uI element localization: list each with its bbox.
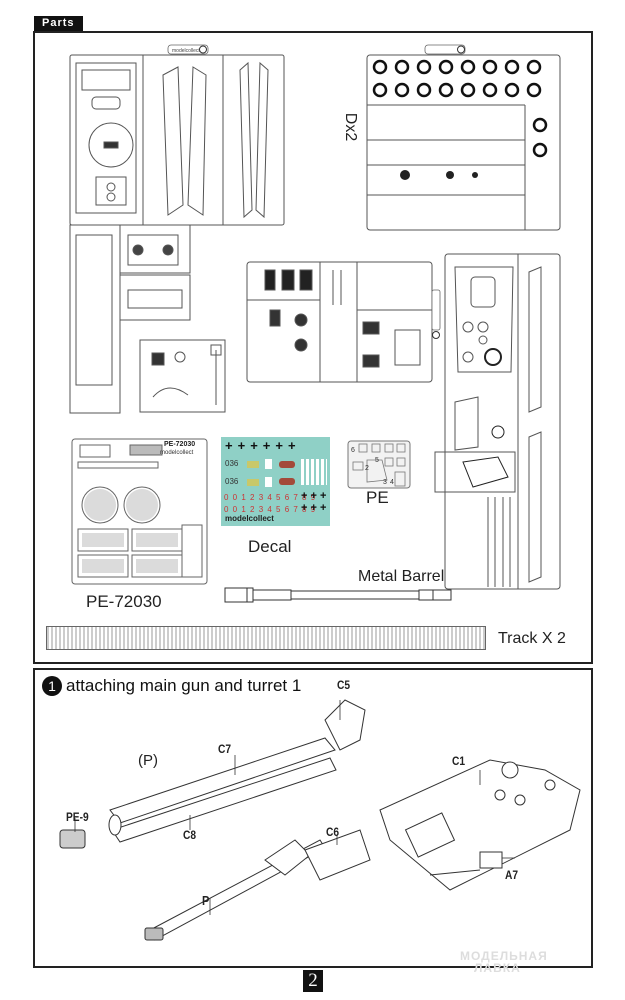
- decal-digit-row: 0 0 1 2 3 4 5 6 7 8 9: [224, 493, 317, 502]
- decal-cross-row-bottom: + + +: [301, 490, 327, 502]
- decal-cross: +: [237, 438, 246, 453]
- decal-label: Decal: [248, 537, 292, 556]
- decal-insignia: [247, 461, 259, 468]
- callout-pe9: PE-9: [66, 810, 89, 824]
- page-number: 2: [303, 970, 323, 992]
- small-pe-number: 6: [351, 447, 355, 454]
- decal-sheet: + + + + + + 036 036 0 0 1 2 3 4 5 6 7 8 …: [221, 437, 330, 526]
- decal-insignia: [247, 479, 259, 486]
- decal-digit-row: 0 0 1 2 3 4 5 6 7 8 9: [224, 505, 317, 514]
- watermark: МОДЕЛЬНАЯ ЛАВКА: [460, 950, 548, 974]
- decal-hull-number: 036: [225, 459, 239, 468]
- step-number-badge: 1: [42, 676, 62, 696]
- decal-cross: +: [225, 438, 233, 453]
- decal-unit-emblem: [279, 478, 295, 485]
- metal-barrel-diagram: [224, 587, 452, 603]
- step-illustration: [59, 699, 581, 941]
- track-label: Track X 2: [498, 630, 566, 647]
- pe-fret-brand: modelcollect: [160, 450, 194, 456]
- dx2-label: Dx2: [342, 112, 360, 142]
- small-pe-diagram: 6 5 2 3 4: [347, 440, 411, 489]
- sprue-d-diagram: [366, 44, 561, 231]
- pe-fret-label: PE-72030: [86, 592, 162, 611]
- decal-cross-row-bottom: + + +: [301, 502, 327, 514]
- sprue-b-diagram: [246, 261, 441, 383]
- track-diagram: [46, 626, 486, 650]
- step-title-text: attaching main gun and turret 1: [66, 676, 302, 695]
- decal-hull-number: 036: [225, 477, 239, 486]
- parts-section-label: Parts: [34, 16, 83, 31]
- small-pe-label: PE: [366, 488, 389, 507]
- decal-unit-emblem: [279, 461, 295, 468]
- callout-p: P: [202, 893, 210, 908]
- pe-fret-diagram: PE-72030 modelcollect: [71, 438, 208, 585]
- decal-emblem: [265, 477, 272, 487]
- metal-barrel-label: Metal Barrel: [358, 568, 445, 585]
- sprue-a-diagram: modelcollect: [69, 44, 285, 414]
- small-pe-number: 4: [390, 479, 394, 486]
- step-title: 1 attaching main gun and turret 1: [42, 676, 301, 696]
- decal-cross-row-top: + + + + + +: [225, 438, 296, 453]
- decal-cross: +: [275, 438, 283, 453]
- callout-c8: C8: [183, 828, 197, 842]
- watermark-line1: МОДЕЛЬНАЯ: [460, 949, 548, 963]
- small-pe-number: 5: [375, 457, 379, 464]
- callout-c1: C1: [452, 754, 466, 768]
- sprue-c-diagram: [434, 253, 561, 590]
- sprue-logo: modelcollect: [172, 48, 200, 54]
- decal-cross: +: [250, 438, 258, 453]
- callout-c6: C6: [326, 825, 340, 839]
- watermark-line2: ЛАВКА: [474, 961, 521, 975]
- decal-cross: +: [262, 438, 271, 453]
- decal-emblem: [265, 459, 272, 469]
- callout-p-paren: (P): [138, 752, 158, 769]
- parts-panel: [33, 31, 593, 664]
- decal-brand: modelcollect: [225, 514, 274, 523]
- decal-white-stripes: [301, 459, 327, 485]
- pe-fret-title: PE-72030: [164, 441, 195, 448]
- callout-c5: C5: [337, 678, 351, 692]
- small-pe-number: 3: [383, 479, 387, 486]
- small-pe-number: 2: [365, 465, 369, 472]
- callout-a7: A7: [505, 868, 519, 882]
- decal-cross: +: [287, 438, 296, 453]
- callout-c7: C7: [218, 742, 232, 756]
